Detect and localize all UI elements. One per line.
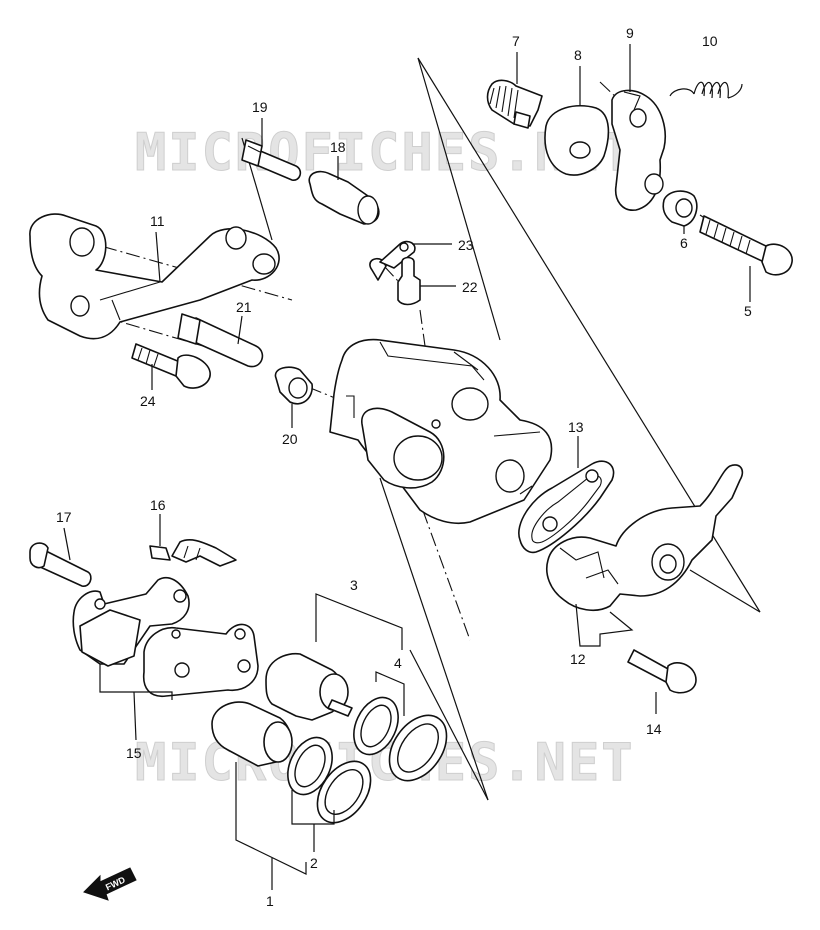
gasket-13 — [518, 460, 615, 554]
callout-2: 2 — [310, 855, 318, 871]
washer-6 — [662, 190, 698, 227]
bleeder-22 — [397, 256, 421, 306]
bracket-11 — [29, 213, 280, 340]
callout-20: 20 — [282, 431, 298, 447]
callout-21: 21 — [236, 299, 252, 315]
roller-8 — [544, 104, 610, 176]
bolt-24 — [131, 343, 211, 389]
callout-8: 8 — [574, 47, 582, 63]
seal-4b — [388, 714, 448, 782]
brake-pads-15 — [72, 576, 259, 697]
spring-10 — [669, 81, 743, 99]
pad-pin-17 — [29, 542, 92, 587]
pin-19 — [241, 139, 302, 181]
callout-18: 18 — [330, 139, 346, 155]
callout-11: 11 — [150, 213, 165, 229]
callout-24: 24 — [140, 393, 156, 409]
sleeve-18 — [308, 170, 380, 225]
bolt-14 — [627, 649, 697, 694]
seal-2b — [316, 760, 372, 824]
callout-12: 12 — [570, 651, 586, 667]
callout-6: 6 — [680, 235, 688, 251]
callout-labels: 7 8 9 10 19 18 11 23 22 6 5 21 24 20 13 … — [56, 25, 752, 909]
fwd-arrow-icon: FWD — [83, 867, 137, 901]
seal-2a — [287, 736, 333, 796]
callout-13: 13 — [568, 419, 584, 435]
piston-3 — [265, 652, 353, 721]
piston-1 — [211, 701, 293, 767]
bolt-5 — [699, 215, 793, 276]
callout-23: 23 — [458, 237, 474, 253]
pad-spring-16 — [149, 539, 237, 567]
adjuster-7 — [486, 79, 543, 129]
callout-19: 19 — [252, 99, 268, 115]
lever-9 — [611, 89, 666, 211]
seal-4a — [353, 696, 399, 756]
boot-20 — [274, 366, 313, 405]
callout-17: 17 — [56, 509, 72, 525]
callout-3: 3 — [350, 577, 358, 593]
callout-22: 22 — [462, 279, 478, 295]
callout-15: 15 — [126, 745, 142, 761]
leader-lines — [63, 44, 751, 890]
callout-14: 14 — [646, 721, 662, 737]
slide-pin-21 — [177, 313, 264, 368]
callout-10: 10 — [702, 33, 718, 49]
callout-5: 5 — [744, 303, 752, 319]
callout-16: 16 — [150, 497, 166, 513]
callout-9: 9 — [626, 25, 634, 41]
callout-4: 4 — [394, 655, 402, 671]
caliper-body — [329, 338, 553, 525]
callout-7: 7 — [512, 33, 520, 49]
callout-1: 1 — [266, 893, 274, 909]
